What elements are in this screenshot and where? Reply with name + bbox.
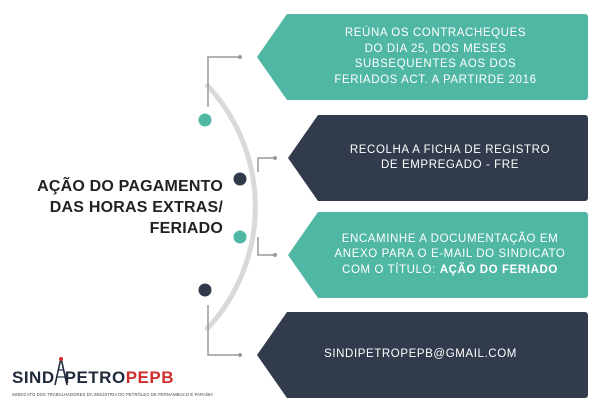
connector-3 <box>257 237 275 256</box>
step-card-2: RECOLHA A FICHA DE REGISTRO DE EMPREGADO… <box>288 115 588 201</box>
title-line-1: AÇÃO DO PAGAMENTO <box>37 178 223 195</box>
connector-4 <box>207 305 240 356</box>
connector-2-dot <box>273 156 277 160</box>
title-line-2: DAS HORAS EXTRAS/ <box>49 199 223 216</box>
step-1-line-4: FERIADOS ACT. A PARTIRDE 2016 <box>334 73 537 86</box>
logo-wordmark: SIND PETROPEPB <box>12 368 174 388</box>
connector-4-dot <box>238 353 242 357</box>
connector-1 <box>207 56 240 107</box>
oil-derrick-icon <box>54 357 68 386</box>
step-1-line-3: SUBSEQUENTES AOS DOS <box>354 58 517 70</box>
diagram-title: AÇÃO DO PAGAMENTO DAS HORAS EXTRAS/ FERI… <box>18 176 223 239</box>
step-2-line-1: RECOLHA A FICHA DE REGISTRO <box>349 143 551 156</box>
step-card-1: REÚNA OS CONTRACHEQUES DO DIA 25, DOS ME… <box>257 14 588 100</box>
logo-tagline: SINDICATO DOS TRABALHADORES DA INDÚSTRIA… <box>12 392 214 397</box>
step-3-line-3-prefix: COM O TÍTULO: <box>342 263 440 276</box>
step-3-line-1: ENCAMINHE A DOCUMENTAÇÃO EM <box>341 232 559 245</box>
step-2-line-2: DE EMPREGADO - FRE <box>381 159 519 171</box>
logo-part-3: PEPB <box>125 368 174 387</box>
sindipetro-logo: SIND PETROPEPB SINDICATO DOS TRABALHADORE… <box>10 352 213 404</box>
step-1-line-2: DO DIA 25, DOS MESES <box>364 42 507 55</box>
step-card-4: SINDIPETROPEPB@GMAIL.COM <box>257 312 588 398</box>
timeline-arc <box>204 82 258 332</box>
step-node-3 <box>233 230 247 244</box>
step-1-line-1: REÚNA OS CONTRACHEQUES <box>344 27 527 39</box>
step-node-1 <box>198 113 212 127</box>
step-node-4 <box>198 283 212 297</box>
connector-2 <box>257 157 275 172</box>
step-node-2 <box>233 172 247 186</box>
step-4-email: SINDIPETROPEPB@GMAIL.COM <box>324 348 517 361</box>
step-3-line-3-emphasis: AÇÃO DO FERIADO <box>439 263 558 276</box>
title-line-3: FERIADO <box>149 220 223 237</box>
logo-part-2: PETRO <box>64 368 126 387</box>
step-3-line-3: COM O TÍTULO: AÇÃO DO FERIADO <box>335 263 566 279</box>
logo-part-1: SIND <box>12 368 55 387</box>
connector-3-dot <box>273 253 277 257</box>
step-3-line-2: ANEXO PARA O E-MAIL DO SINDICATO <box>334 248 566 261</box>
step-card-3: ENCAMINHE A DOCUMENTAÇÃO EM ANEXO PARA O… <box>288 212 588 298</box>
connector-1-dot <box>238 55 242 59</box>
